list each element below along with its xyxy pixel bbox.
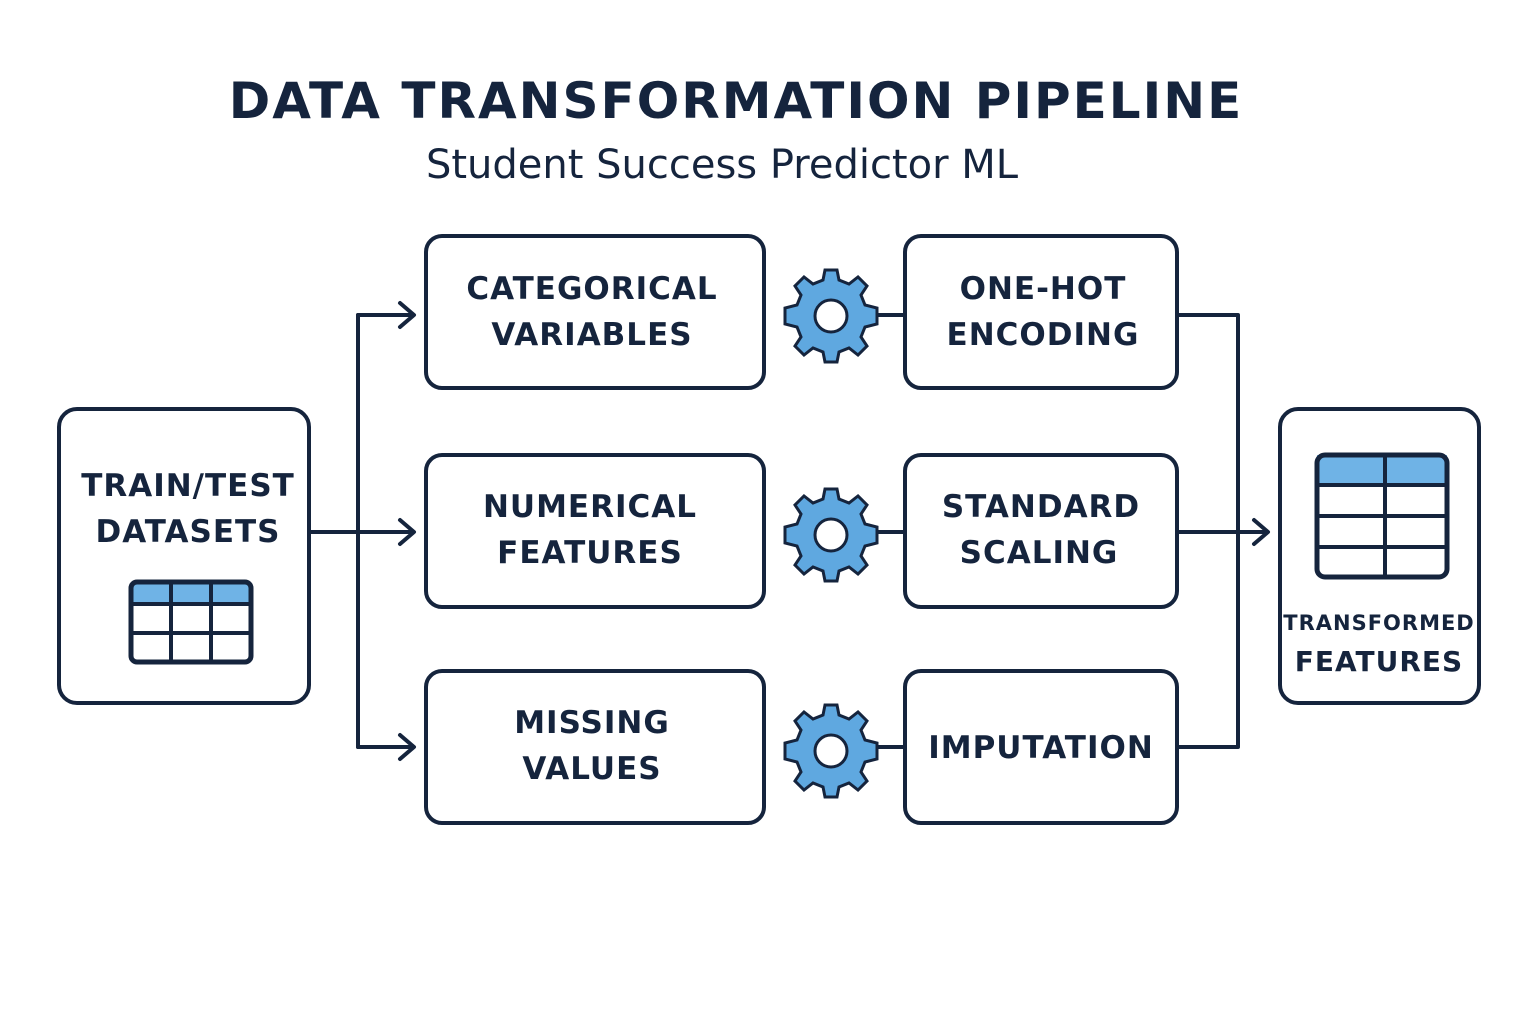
arrowhead-numerical [398,518,416,546]
categorical-node: CATEGORICAL VARIABLES [424,234,766,390]
numerical-label-line2: FEATURES [497,535,683,571]
source-label-line2: DATASETS [95,514,280,550]
numerical-label-line1: NUMERICAL [483,489,697,525]
scaling-label-line2: SCALING [960,535,1119,571]
scaling-node: STANDARD SCALING [903,453,1179,609]
imputation-node: IMPUTATION [903,669,1179,825]
imputation-label: IMPUTATION [928,730,1154,766]
output-label-line2: FEATURES [1295,645,1463,678]
categorical-label-line2: VARIABLES [491,317,692,353]
arrowhead-categorical [398,301,416,329]
gear-icon [783,487,879,583]
missing-label-line1: MISSING [514,705,670,741]
onehot-node: ONE-HOT ENCODING [903,234,1179,390]
gear-icon [783,268,879,364]
table-icon [1314,452,1450,580]
scaling-label-line1: STANDARD [942,489,1140,525]
page-subtitle: Student Success Predictor ML [426,142,1019,188]
source-node: TRAIN/TEST DATASETS [57,407,311,705]
missing-label-line2: VALUES [522,751,661,787]
output-node: TRANSFORMED FEATURES [1278,407,1481,705]
arrowhead-missing [398,733,416,761]
gear-icon [783,703,879,799]
onehot-label-line2: ENCODING [947,317,1140,353]
source-label-line1: TRAIN/TEST [81,468,295,504]
numerical-node: NUMERICAL FEATURES [424,453,766,609]
categorical-label-line1: CATEGORICAL [466,271,717,307]
missing-node: MISSING VALUES [424,669,766,825]
onehot-label-line1: ONE-HOT [960,271,1127,307]
arrowhead-output [1252,518,1270,546]
output-label-line1: TRANSFORMED [1283,611,1475,635]
page-title: DATA TRANSFORMATION PIPELINE [229,72,1244,130]
connectors [308,301,1270,761]
table-icon [128,579,254,665]
